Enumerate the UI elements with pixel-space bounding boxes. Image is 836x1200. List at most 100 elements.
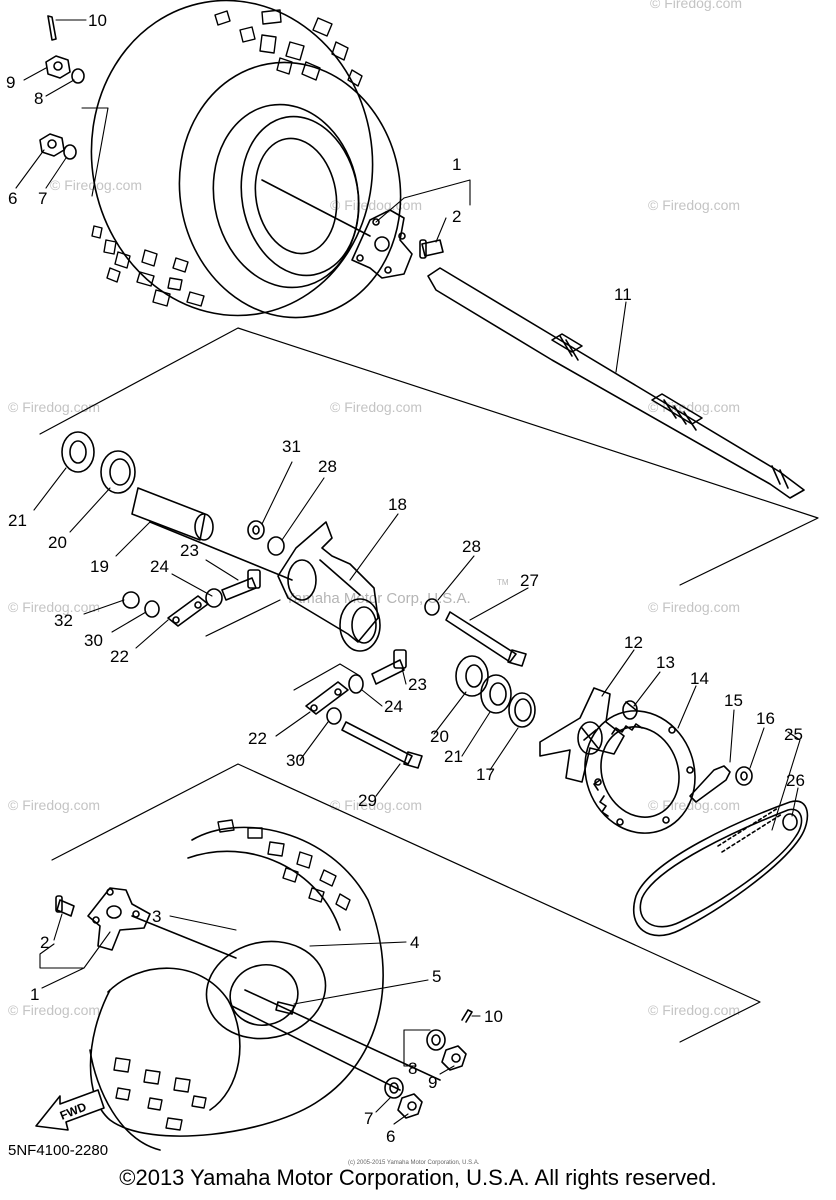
plate-22-upper	[167, 595, 209, 627]
washer-28-upper	[267, 536, 285, 556]
callout: 16	[756, 709, 775, 728]
callout: 2	[452, 207, 461, 226]
callout: 27	[520, 571, 539, 590]
callout: 9	[6, 73, 15, 92]
copyright-notice: ©2013 Yamaha Motor Corporation, U.S.A. A…	[119, 1165, 717, 1190]
cotter-pin-10-upper	[47, 15, 57, 41]
upper-wheel-tire	[90, 0, 402, 319]
watermarks: © Firedog.com © Firedog.com © Firedog.co…	[8, 0, 742, 1018]
callout: 12	[624, 633, 643, 652]
spacer-tube-19	[131, 487, 293, 581]
leader-box-lower	[293, 663, 361, 691]
chain-joint-26	[782, 813, 798, 831]
nut-6-upper	[39, 133, 65, 157]
callout: 3	[152, 907, 161, 926]
tm-mark: TM	[497, 578, 509, 587]
nut-9-upper	[45, 55, 71, 79]
watermark: © Firedog.com	[650, 0, 742, 11]
manufacturer-mark: Yamaha Motor Corp, U.S.A.	[285, 590, 471, 607]
washer-7-upper	[63, 144, 77, 160]
watermark: © Firedog.com	[8, 797, 100, 813]
watermark: © Firedog.com	[648, 197, 740, 213]
watermark: © Firedog.com	[648, 797, 740, 813]
bearing-20-upper	[100, 450, 136, 494]
lock-plate-15	[689, 765, 731, 803]
valve-5	[275, 1001, 295, 1015]
callout-leaders	[15, 19, 801, 1125]
bearing-20-lower	[455, 655, 489, 697]
callout: 5	[432, 967, 441, 986]
washer-8-upper	[71, 68, 85, 84]
seal-17	[508, 692, 536, 728]
sprocket-14	[584, 710, 696, 834]
callout: 21	[8, 511, 27, 530]
callout: 19	[90, 557, 109, 576]
callout: 6	[8, 189, 17, 208]
callout: 28	[318, 457, 337, 476]
watermark: © Firedog.com	[648, 599, 740, 615]
callout: 7	[38, 189, 47, 208]
nut-9-lower	[441, 1045, 467, 1071]
sprocket-hub-12	[539, 687, 625, 783]
callout: 10	[88, 11, 107, 30]
callout: 7	[364, 1109, 373, 1128]
callout: 8	[34, 89, 43, 108]
callout: 15	[724, 691, 743, 710]
callout: 1	[452, 155, 461, 174]
bolt-29	[341, 721, 423, 769]
callout-numbers: 10 9 8 6 7 1 2 11 21 20 19 31 28 18 23 2…	[6, 11, 805, 1146]
callout: 24	[384, 697, 403, 716]
callout: 2	[40, 933, 49, 952]
fwd-arrow: FWD	[35, 1089, 105, 1131]
callout: 30	[84, 631, 103, 650]
callout: 6	[386, 1127, 395, 1146]
callout: 4	[410, 933, 419, 952]
bolt-23-upper	[221, 569, 261, 601]
lower-hub	[87, 887, 237, 959]
washer-30-lower	[326, 707, 342, 725]
washer-7-lower	[384, 1077, 404, 1099]
long-bolt-27	[445, 611, 527, 667]
watermark: © Firedog.com	[8, 599, 100, 615]
watermark: © Firedog.com	[330, 197, 422, 213]
callout: 21	[444, 747, 463, 766]
watermark: © Firedog.com	[330, 797, 422, 813]
callout: 32	[54, 611, 73, 630]
washer-8-lower	[426, 1029, 446, 1051]
callout: 23	[408, 675, 427, 694]
watermark: © Firedog.com	[50, 177, 142, 193]
rear-axle	[427, 267, 805, 499]
watermark: © Firedog.com	[8, 399, 100, 415]
callout: 29	[358, 791, 377, 810]
callout: 30	[286, 751, 305, 770]
drive-chain-25	[633, 800, 809, 937]
axle-housing-18	[277, 521, 381, 652]
tiny-copyright: (c) 2005-2015 Yamaha Motor Corporation, …	[348, 1160, 480, 1166]
callout: 1	[30, 985, 39, 1004]
nut-32	[122, 591, 140, 609]
callout: 31	[282, 437, 301, 456]
upper-hub	[351, 209, 413, 279]
callout: 23	[180, 541, 199, 560]
callout: 20	[430, 727, 449, 746]
watermark: © Firedog.com	[8, 1002, 100, 1018]
callout: 9	[428, 1073, 437, 1092]
leader-lines-lower	[51, 763, 761, 1043]
watermark: © Firedog.com	[648, 1002, 740, 1018]
nut-31	[247, 520, 265, 540]
washer-30-upper	[144, 600, 160, 618]
callout: 18	[388, 495, 407, 514]
bearing-21-lower	[480, 674, 512, 714]
part-code: 5NF4100-2280	[8, 1142, 109, 1159]
nut-6-lower	[397, 1093, 423, 1119]
callout: 26	[786, 771, 805, 790]
callout: 28	[462, 537, 481, 556]
cotter-pin-10-lower	[461, 1009, 473, 1023]
callout: 8	[408, 1059, 417, 1078]
plate-22-lower	[305, 681, 349, 715]
callout: 24	[150, 557, 169, 576]
upper-hub-bolt	[419, 239, 444, 259]
bolt-23-lower	[371, 649, 407, 685]
washer-24-upper	[205, 588, 223, 608]
